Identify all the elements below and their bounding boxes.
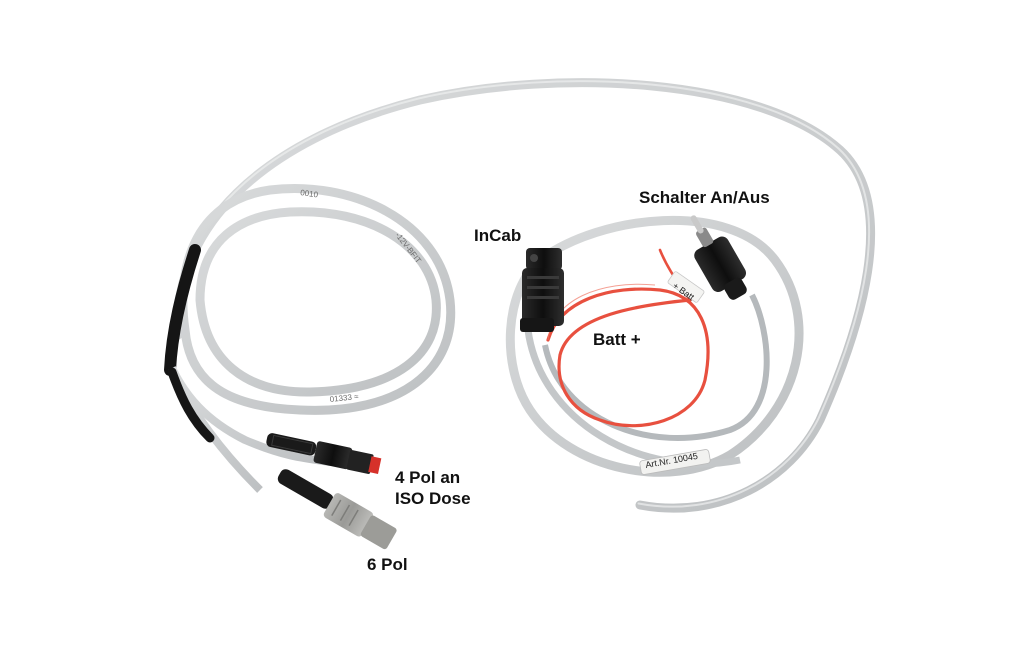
switch-lead-cable (542, 293, 770, 441)
four-pin-label: 4 Pol an ISO Dose (395, 467, 471, 509)
red-wire-tag (667, 271, 705, 303)
six-pin-connector (277, 469, 397, 550)
right-cable-coil (505, 215, 804, 477)
four-pin-connector (266, 433, 382, 474)
switch-label: Schalter An/Aus (639, 188, 770, 207)
four-pin-label-line1: 4 Pol an (395, 468, 461, 487)
four-pin-label-line2: ISO Dose (395, 489, 471, 508)
battery-label: Batt + (593, 330, 641, 349)
heat-shrink-sleeve (164, 244, 201, 376)
incab-label: InCab (474, 226, 522, 245)
red-battery-wire (546, 287, 710, 428)
svg-text:01333 ≈: 01333 ≈ (329, 392, 359, 404)
six-pin-label: 6 Pol (367, 555, 408, 574)
toggle-switch (690, 215, 747, 300)
cable-sleeve-label (639, 449, 711, 475)
left-cable-coil (178, 184, 456, 415)
svg-text:0010: 0010 (300, 188, 319, 199)
incab-connector (520, 248, 564, 332)
